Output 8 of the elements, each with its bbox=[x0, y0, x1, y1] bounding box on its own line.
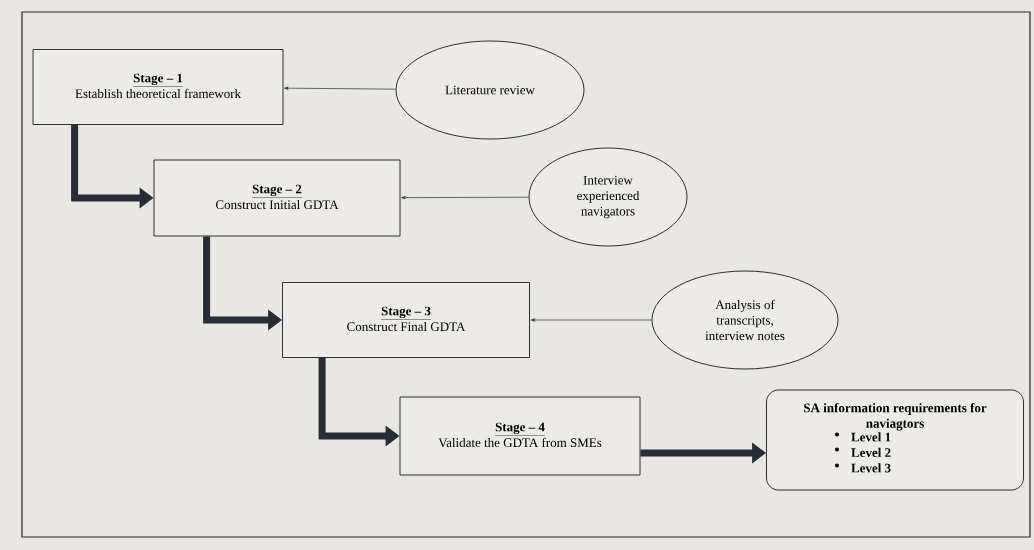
stage-box: Stage – 4 Validate the GDTA from SMEs bbox=[399, 396, 641, 476]
result-box: SA information requirements for naviagtors Level 1 Level 2 Level 3 bbox=[766, 389, 1024, 491]
arrow bbox=[284, 86, 396, 90]
stage-box: Stage – 3 Construct Final GDTA bbox=[282, 282, 530, 358]
stage-box: Stage – 1 Establish theoretical framework bbox=[32, 49, 284, 125]
arrow bbox=[401, 196, 529, 200]
arrow bbox=[530, 318, 652, 322]
stage-box: Stage – 2 Construct Initial GDTA bbox=[153, 159, 401, 237]
